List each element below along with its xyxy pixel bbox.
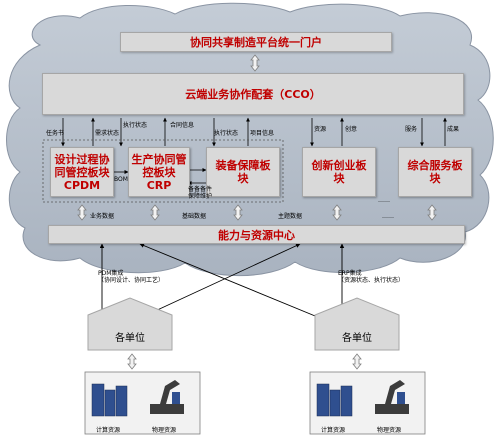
label-zhixing-zhuangtai-2: 执行状态 [214,130,239,137]
cco-bar: 云端业务协作配套（CCO） [42,73,464,115]
equipment-data-double-arrow [233,204,243,221]
label-chengguo: 成果 [447,126,460,133]
label-xiangmu-xinxi: 项目信息 [250,130,275,137]
material-resource-label-left: 物理资源 [152,427,177,434]
label-jichu-shuju: 基础数据 [182,213,207,220]
robot-icon-left [150,380,184,414]
module-cpdm: 设计过程协 同管控板块 CPDM [50,147,114,197]
robot-icon-right [375,380,409,414]
compute-resource-label-left: 计算资源 [96,427,121,434]
module-crp: 生产协同管 控板块 CRP [128,147,190,197]
label-ziyuan: 资源 [314,126,327,133]
portal-cco-double-arrow [250,54,260,72]
unit-right-label: 各单位 [342,333,372,344]
material-resource-label-right: 物理资源 [377,427,402,434]
unit-left-double-arrow [127,353,137,370]
crp-data-double-arrow [150,204,160,221]
resource-center-bar: 能力与资源中心 [48,225,465,244]
label-xuqiu-zhuangtai: 需求状态 [95,130,120,137]
label-fuwu: 服务 [405,126,418,133]
module-innovation: 创新创业板 块 [302,147,376,197]
service-data-double-arrow [427,204,437,221]
label-data-dots: …… [382,213,394,220]
label-yewu-shuju: 业务数据 [90,213,115,220]
server-icon-left [91,383,128,417]
unit-right-double-arrow [352,353,362,370]
label-pdm-integration: PDM集成 （协同设计、协同工艺） [98,270,165,284]
module-equipment: 装备保障板 块 [206,147,280,197]
cloud-shape [6,2,494,277]
label-zhixing-zhuangtai-1: 执行状态 [123,122,148,129]
cpdm-data-double-arrow [77,204,87,221]
collab-group-outline [42,139,284,203]
unit-right-house [314,297,400,351]
label-renwushu: 任务书 [46,130,65,137]
unit-left-house [87,297,173,351]
server-icon-right [316,383,353,417]
unit-left-label: 各单位 [115,333,145,344]
module-service: 综合服务板 块 [398,147,472,197]
innovation-data-double-arrow [332,204,342,221]
label-beijian: 备备备件 保障维护 [188,186,213,200]
label-hetong-xinxi-1: 合同信息 [170,122,195,129]
label-inner-ellipsis: …… [378,197,390,204]
label-chuangyi: 创意 [345,126,358,133]
diagonal-arrow-right-to-left [139,243,301,319]
portal-bar: 协同共享制造平台统一门户 [120,32,392,52]
label-bom: BOM [114,176,128,183]
label-zhuti-shuju: 主题数据 [278,213,303,220]
label-erp-integration: ERP集成 （资源状态、执行状态） [338,270,405,284]
compute-resource-label-right: 计算资源 [321,427,346,434]
